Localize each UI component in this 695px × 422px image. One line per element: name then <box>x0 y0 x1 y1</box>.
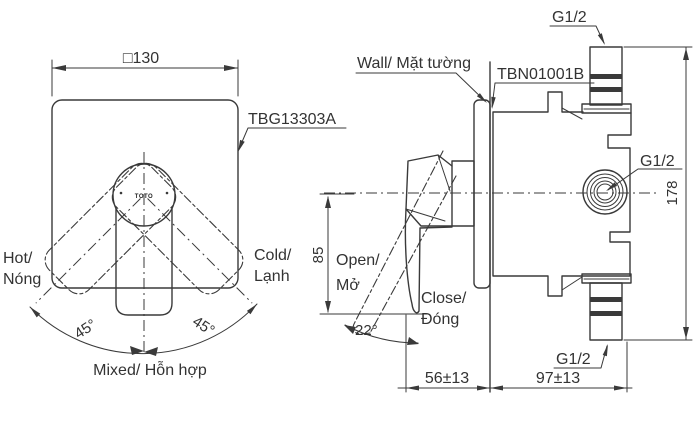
leader-line <box>355 72 486 102</box>
outlet-port <box>582 169 628 215</box>
arrow-left <box>52 65 66 71</box>
swing-arc <box>29 303 258 356</box>
lever-close-position <box>404 208 453 314</box>
side-part-code: TBN01001B <box>497 66 584 83</box>
side-part-callout: TBN01001B <box>491 66 595 109</box>
hot-label-line2: Nóng <box>3 271 41 288</box>
mixed-label: Mixed/ Hỗn hợp <box>93 360 207 379</box>
front-width-dimension: □130 <box>51 50 239 97</box>
front-depth-label: 56±13 <box>425 370 469 387</box>
arc <box>29 303 258 355</box>
leader-arrow <box>606 182 618 191</box>
extension-lines <box>405 314 628 393</box>
open-angle-arc: 22° <box>344 322 419 345</box>
total-height-dimension: 178 <box>623 46 693 341</box>
arrow-down <box>325 301 331 313</box>
cap-dot-right <box>165 191 169 195</box>
arrow-56-left <box>406 385 419 391</box>
arc-arrow-right <box>407 337 419 345</box>
front-width-label: □130 <box>123 50 159 67</box>
open-label-line2: Mở <box>336 277 360 294</box>
ghost-lever-left <box>111 162 253 304</box>
back-depth-label: 97±13 <box>536 370 580 387</box>
bottom-pipe <box>581 273 632 341</box>
lever-height-label: 85 <box>310 247 327 264</box>
cold-label-line2: Lạnh <box>254 268 290 285</box>
mid-tick-right <box>144 347 158 356</box>
side-view: 85 Open/ Mở Close/ Đóng 22° <box>310 9 693 393</box>
angle-right-label: 45° <box>189 313 217 340</box>
depth-dimensions: 56±13 97±13 <box>397 314 633 393</box>
arrow-97-right <box>614 385 627 391</box>
cold-label-line1: Cold/ <box>254 247 292 264</box>
arrow-right <box>224 65 238 71</box>
arc-arrow-right <box>246 304 257 315</box>
arrow-up <box>683 48 689 60</box>
leader-line <box>238 127 347 150</box>
front-part-callout: TBG13303A <box>238 111 347 152</box>
handle-hub <box>405 154 453 227</box>
hot-label-line1: Hot/ <box>3 250 33 267</box>
thread-bottom-label: G1/2 <box>556 351 591 368</box>
close-label-line2: Đóng <box>421 311 459 328</box>
lever-open-position <box>352 150 457 335</box>
ghost-lever-right <box>35 162 177 304</box>
total-height-label: 178 <box>664 180 681 205</box>
escutcheon-plate <box>51 99 239 289</box>
body-clip-lines <box>561 107 583 291</box>
thread-mid-callout: G1/2 <box>606 153 683 191</box>
thread-mid-label: G1/2 <box>640 153 675 170</box>
leader-arrow <box>602 344 608 357</box>
arc-arrow-left <box>30 307 41 318</box>
thread-top-callout: G1/2 <box>549 9 605 45</box>
front-part-code: TBG13303A <box>248 111 336 128</box>
plate-side <box>473 99 491 289</box>
extension-lines <box>319 193 429 315</box>
open-angle-label: 22° <box>355 322 378 339</box>
top-pipe <box>581 46 632 114</box>
thread-bottom-callout: G1/2 <box>553 344 608 369</box>
top-flange <box>581 103 632 114</box>
wall-label: Wall/ Mặt tường <box>357 55 471 72</box>
valve-body <box>492 91 632 297</box>
open-label-line1: Open/ <box>336 252 380 269</box>
lever-height-dimension: 85 <box>310 193 429 315</box>
bonnet-cylinder <box>451 160 475 227</box>
leader-line <box>607 168 683 191</box>
leader-line <box>549 25 605 44</box>
extension-lines <box>623 46 693 341</box>
leader-arrow <box>491 96 496 109</box>
arrow-56-right <box>477 385 490 391</box>
leader-arrow <box>597 33 605 45</box>
arc-arrow-left <box>344 325 356 334</box>
arrow-down <box>683 327 689 339</box>
mid-tick-left <box>130 346 144 355</box>
cap-dot-left <box>119 191 123 195</box>
wall-callout: Wall/ Mặt tường <box>355 55 487 103</box>
arrow-up <box>325 196 331 208</box>
leader-arrow <box>238 139 245 152</box>
thread-top-label: G1/2 <box>552 9 587 26</box>
arrow-97-left <box>490 385 503 391</box>
front-view: □130 TBG13303A TOTO <box>3 50 347 379</box>
leader-arrow <box>476 93 487 103</box>
extension-lines <box>51 59 239 97</box>
close-label-line1: Close/ <box>421 290 467 307</box>
leader-line <box>491 82 595 108</box>
